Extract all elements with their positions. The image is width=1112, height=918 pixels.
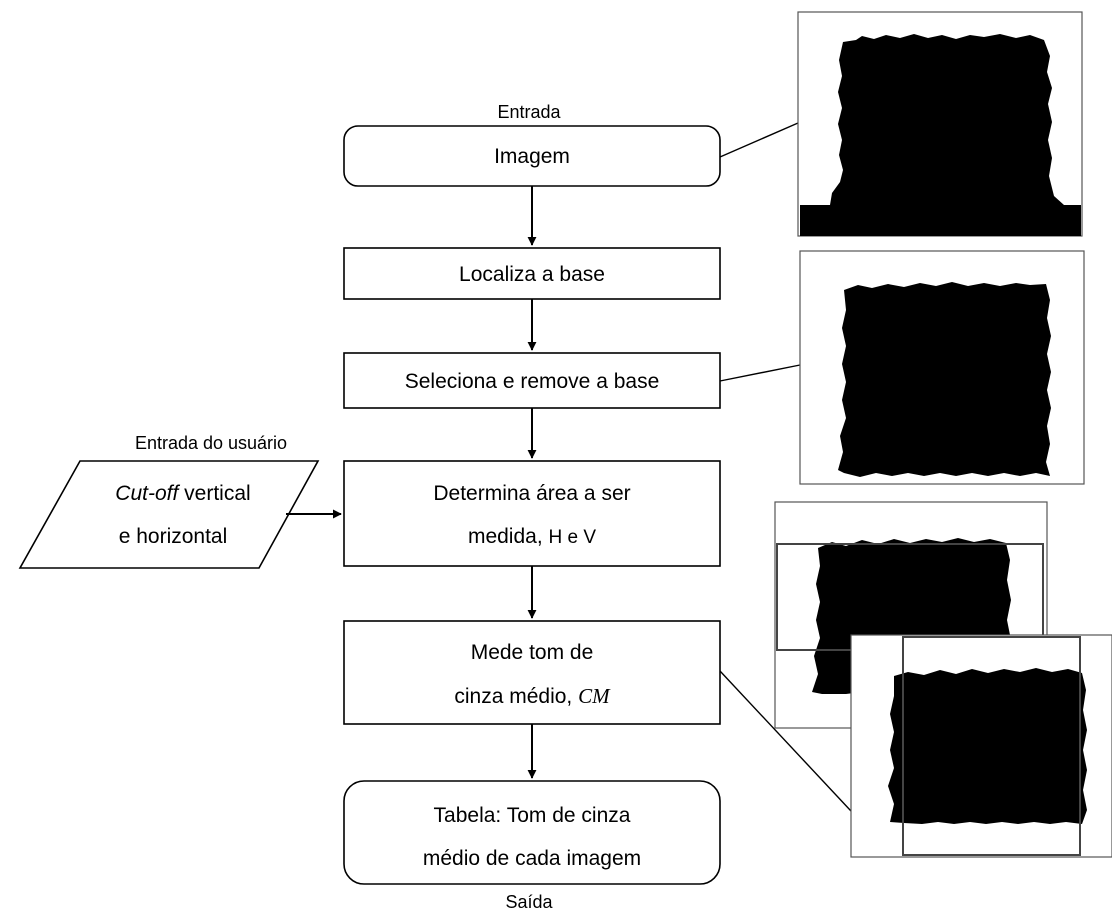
step-tabela-line1: Tabela: Tom de cinza [434,804,631,827]
step-determina-line2: medida, H e V [468,525,596,548]
step-mede-line2: cinza médio, CM [454,684,611,708]
step-seleciona-label: Seleciona e remove a base [405,370,660,393]
step-mede-box [343,620,721,725]
step-localiza-label: Localiza a base [459,263,605,286]
user-input-label: Entrada do usuário [135,433,287,453]
base-removed-thumbnail [799,250,1085,485]
step-imagem-label: Imagem [494,145,570,168]
original-image-thumbnail [797,11,1083,237]
output-label: Saída [505,892,553,912]
input-label: Entrada [497,102,561,122]
step-determina-line1: Determina área a ser [433,482,630,505]
step-tabela-line2: médio de cada imagem [423,847,641,870]
step-mede-line1: Mede tom de [471,641,594,664]
connector-imagem-thumbnail [719,122,799,158]
user-input-parallelogram [18,460,320,569]
user-input-line2: e horizontal [119,525,228,548]
connector-seleciona-thumbnail [719,364,801,382]
step-determina-vars: H e V [549,527,597,548]
step-localiza-box [343,247,721,300]
connector-mede-thumbnail [719,670,866,827]
vertical-cutoff-thumbnail [850,634,1112,858]
step-tabela-box [343,780,721,885]
step-mede-cm: CM [578,684,611,708]
user-input-line1: Cut-off vertical [115,482,250,505]
step-determina-box [343,460,721,567]
vertical-cutoff-rectangle [902,636,1081,856]
